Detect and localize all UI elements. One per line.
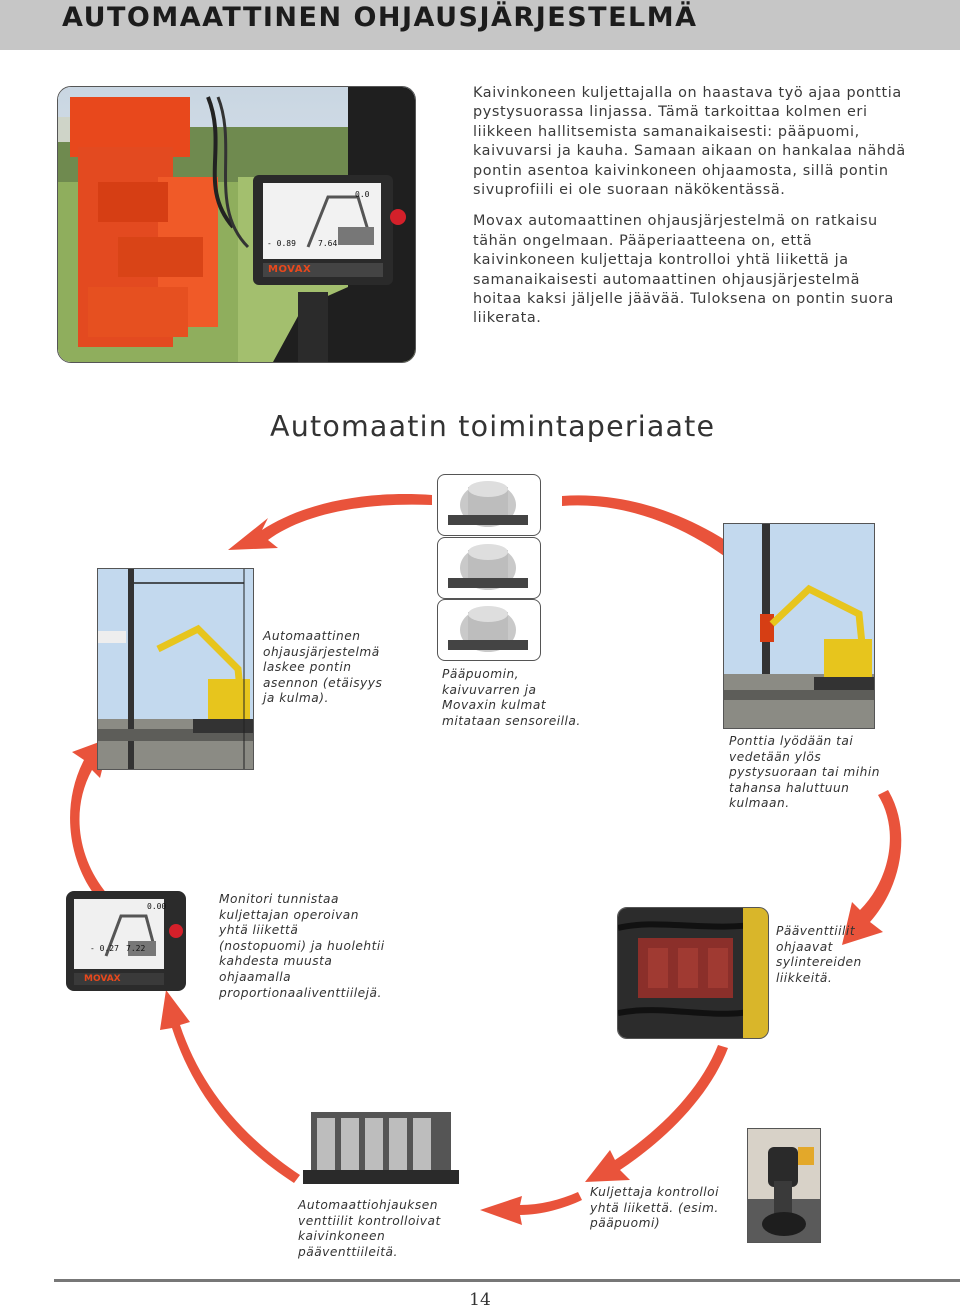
joystick-illustration (748, 1129, 820, 1242)
footer-rule (54, 1279, 960, 1282)
hero-monitor-readout-1: - 0.89 (267, 239, 296, 248)
arrow-bottom (480, 1192, 582, 1225)
intro-paragraph-2: Movax automaattinen ohjausjärjestelmä on… (473, 213, 894, 327)
arrow-to-driving (562, 495, 808, 630)
distance-photo-illustration (98, 569, 253, 769)
hero-monitor-readout-2: 7.64 (318, 239, 338, 248)
page-number: 14 (469, 1290, 491, 1310)
sensor-illustration-2 (448, 544, 528, 590)
monitor-photo (66, 891, 186, 991)
sensor-photo-3 (437, 599, 541, 661)
page-title: AUTOMAATTINEN OHJAUSJÄRJESTELMÄ (62, 2, 698, 33)
auto-valves-illustration (303, 1100, 459, 1190)
hero-photo-illustration (58, 87, 415, 362)
monitor-readout-2: 7.22 (126, 944, 146, 953)
driving-photo (723, 523, 875, 729)
page-header (0, 0, 960, 50)
sensors-caption: Pääpuomin, kaivuvarren ja Movaxin kulmat… (442, 667, 581, 728)
auto-valves-caption: Automaattiohjauksen venttiilit kontrollo… (298, 1198, 441, 1259)
section-title: Automaatin toimintaperiaate (270, 410, 716, 443)
driving-photo-illustration (724, 524, 874, 728)
arrow-right-down (842, 790, 902, 945)
operator-caption: Kuljettaja kontrolloi yhtä liikettä. (es… (590, 1185, 720, 1231)
hero-monitor-readout-3: 0.0 (355, 190, 370, 199)
main-valves-caption: Pääventtiilit ohjaavat sylintereiden lii… (776, 924, 862, 985)
joystick-photo (747, 1128, 821, 1243)
intro-text: Kaivinkoneen kuljettajalla on haastava t… (473, 84, 913, 341)
monitor-readout-3: 0.00 (147, 902, 167, 911)
main-valves-photo (617, 907, 769, 1039)
monitor-readout-1: - 0.27 (90, 944, 119, 953)
distance-photo (97, 568, 254, 770)
sensor-illustration-3 (448, 606, 528, 652)
sensor-photo-1 (437, 474, 541, 536)
hero-photo (57, 86, 416, 363)
sensor-photo-2 (437, 537, 541, 599)
arrow-left-lower (160, 990, 300, 1183)
main-valves-illustration (618, 908, 768, 1038)
sensor-illustration-1 (448, 481, 528, 527)
arrow-to-distance (228, 494, 432, 550)
monitor-brand-logo: MOVAX (84, 974, 121, 984)
arrow-right-lower (585, 1045, 728, 1182)
intro-paragraph-1: Kaivinkoneen kuljettajalla on haastava t… (473, 85, 906, 199)
auto-valves-photo (303, 1100, 459, 1190)
distance-caption: Automaattinen ohjausjärjestelmä laskee p… (263, 629, 383, 706)
hero-brand-logo: MOVAX (268, 264, 312, 275)
monitor-caption: Monitori tunnistaa kuljettajan operoivan… (219, 892, 385, 1000)
arrow-left-up (70, 738, 110, 902)
monitor-illustration (74, 899, 183, 985)
driving-caption: Ponttia lyödään tai vedetään ylös pystys… (729, 734, 880, 811)
